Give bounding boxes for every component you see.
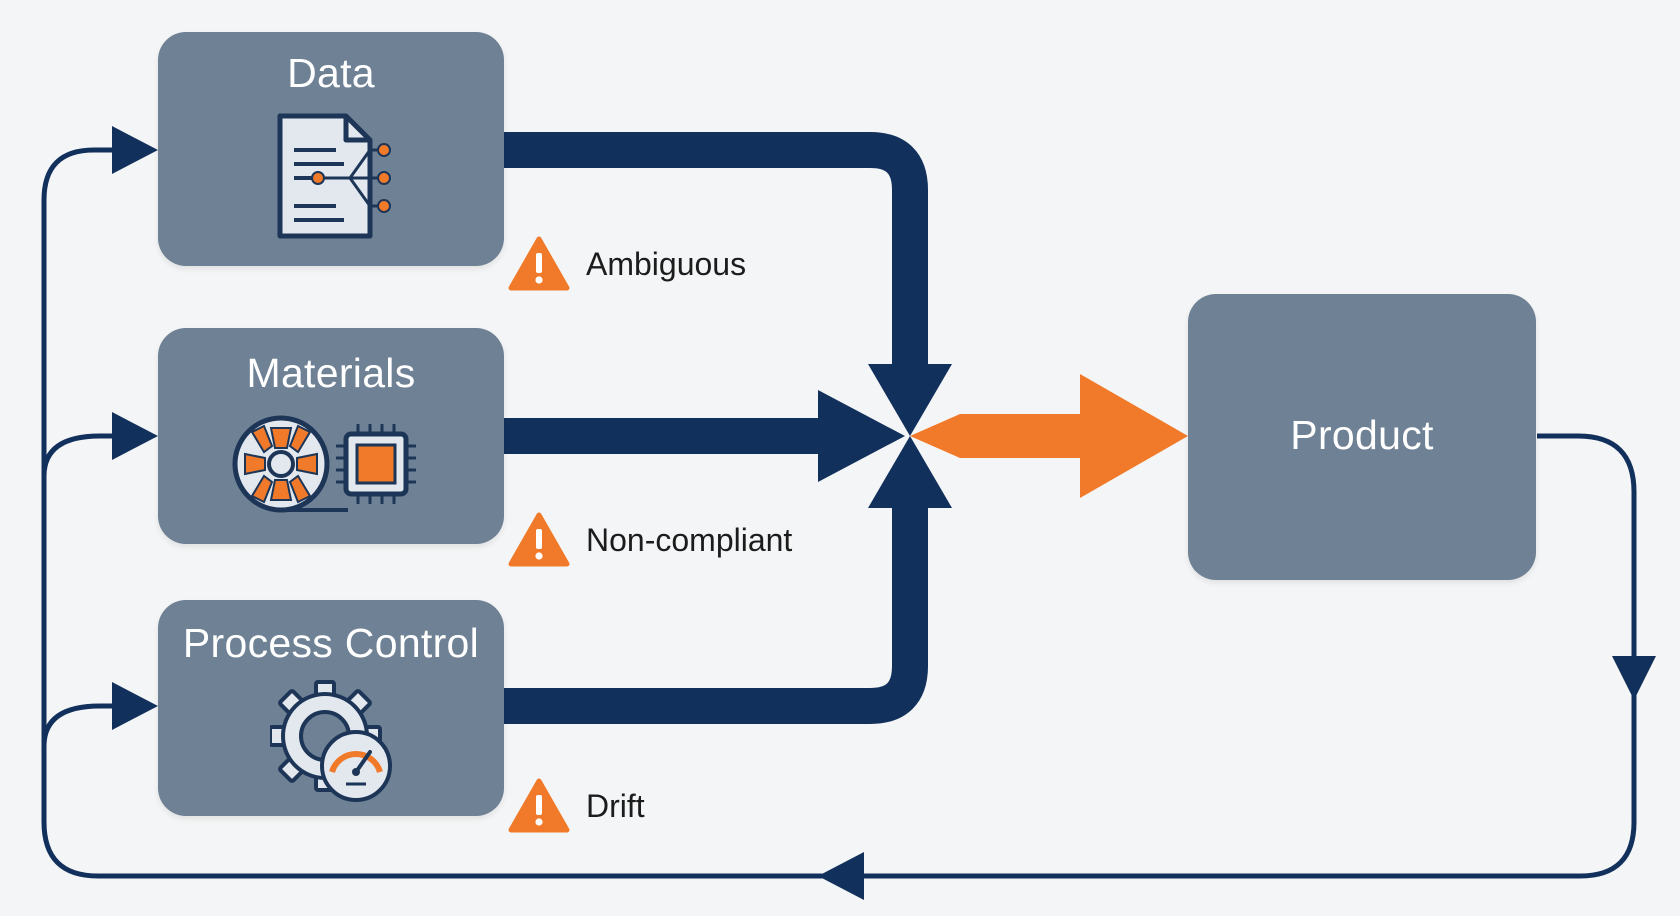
process-control-connector bbox=[500, 490, 928, 724]
document-network-icon bbox=[277, 113, 391, 239]
feedback-arrowhead-left bbox=[818, 852, 864, 900]
output-arrow bbox=[910, 374, 1188, 498]
film-reel-and-chip-icon bbox=[232, 415, 416, 513]
warning-icon bbox=[508, 236, 570, 291]
warning-drift: Drift bbox=[508, 778, 645, 834]
data-connector bbox=[500, 132, 928, 380]
data-node-title: Data bbox=[287, 50, 375, 96]
product-node-title: Product bbox=[1290, 412, 1434, 458]
feedback-branch-process-control bbox=[41, 703, 120, 747]
feedback-arrowhead-process-control bbox=[112, 682, 158, 730]
warning-label: Drift bbox=[586, 787, 645, 824]
warning-icon bbox=[508, 512, 570, 567]
warning-icon bbox=[508, 778, 570, 833]
data-node[interactable]: Data bbox=[158, 32, 504, 266]
warning-label: Non-compliant bbox=[586, 521, 793, 558]
materials-node[interactable]: Materials bbox=[158, 328, 504, 544]
warning-ambiguous: Ambiguous bbox=[508, 236, 746, 292]
feedback-branch-materials bbox=[41, 433, 120, 477]
feedback-arrowhead-materials bbox=[112, 412, 158, 460]
feedback-loop bbox=[41, 147, 1637, 879]
materials-node-title: Materials bbox=[246, 350, 416, 396]
warning-non-compliant: Non-compliant bbox=[508, 512, 792, 568]
feedback-arrowhead-down bbox=[1612, 656, 1656, 700]
data-arrowhead bbox=[868, 364, 952, 436]
materials-arrowhead bbox=[818, 390, 905, 482]
process-control-arrowhead bbox=[868, 436, 952, 508]
gear-gauge-icon bbox=[270, 680, 392, 802]
process-control-node[interactable]: Process Control bbox=[158, 600, 504, 816]
warning-label: Ambiguous bbox=[586, 245, 747, 282]
feedback-arrowhead-data bbox=[112, 126, 158, 174]
product-node[interactable]: Product bbox=[1188, 294, 1536, 580]
process-control-node-title: Process Control bbox=[182, 620, 480, 666]
